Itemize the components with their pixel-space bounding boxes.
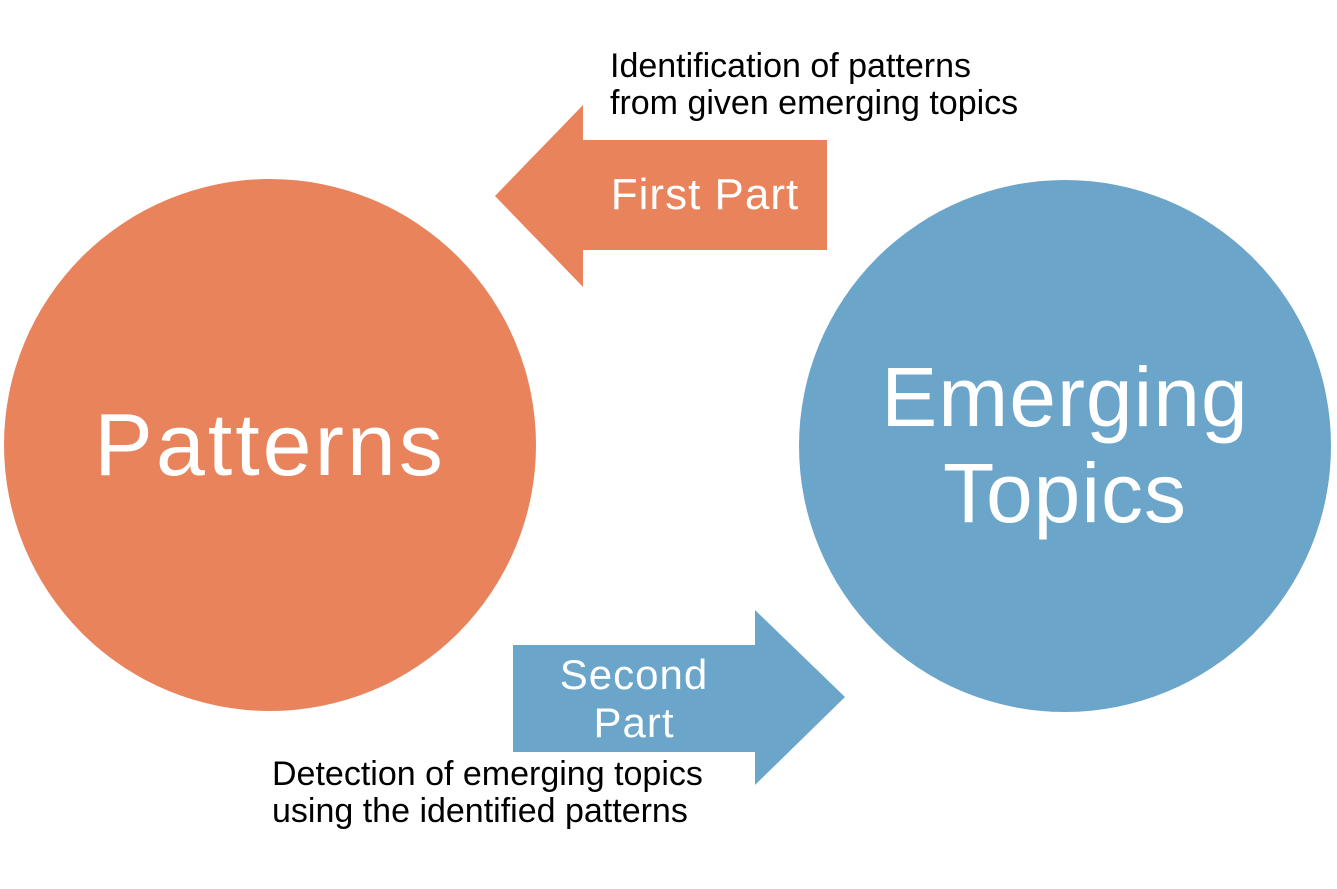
bottom-arrow-caption: Detection of emerging topics using the i… (272, 756, 703, 830)
top-arrow-caption-line2: from given emerging topics (610, 84, 1019, 122)
bottom-arrow-caption-line2: using the identified patterns (272, 792, 688, 830)
second-part-arrow (513, 610, 845, 785)
patterns-circle (4, 179, 536, 711)
bottom-arrow-caption-line1: Detection of emerging topics (272, 755, 703, 793)
first-part-arrow (495, 105, 827, 287)
emerging-topics-circle (799, 180, 1331, 712)
top-arrow-caption: Identification of patterns from given em… (610, 48, 1018, 122)
top-arrow-caption-line1: Identification of patterns (610, 47, 972, 85)
